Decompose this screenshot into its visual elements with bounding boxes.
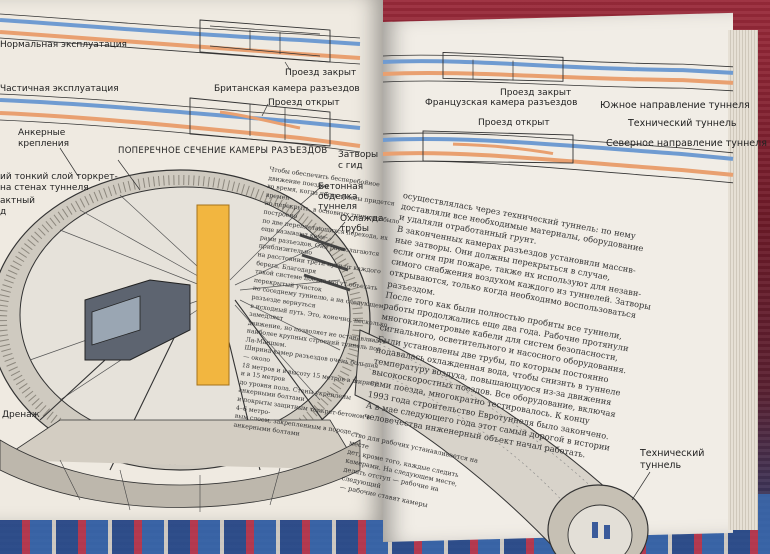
label-service-tunnel-top: Технический туннель bbox=[628, 118, 737, 129]
label-south-tunnel: Южное направление туннеля bbox=[600, 100, 750, 111]
label-cooling-pipes: Охлажда трубы bbox=[340, 214, 384, 234]
partial-operation-diagram bbox=[0, 93, 361, 153]
label-shutters: Затворы с гид bbox=[338, 150, 379, 171]
label-passage-closed-1: Проезд закрыт bbox=[285, 68, 357, 78]
cross-section-illustration bbox=[0, 169, 371, 512]
service-tunnel-illustration bbox=[354, 329, 649, 554]
label-british-chamber: Британская камера разъездов bbox=[214, 84, 360, 94]
label-north-tunnel: Северное направление туннеля bbox=[606, 138, 767, 149]
label-passage-open-1: Проезд открыт bbox=[268, 98, 340, 108]
label-cross-section-title: ПОПЕРЕЧНОЕ СЕЧЕНИЕ КАМЕРЫ РАЗЪЕЗДОВ bbox=[118, 146, 328, 156]
page-edges bbox=[728, 30, 758, 530]
label-partial-operation: Частичная эксплуатация bbox=[0, 84, 119, 94]
normal-operation-diagram bbox=[0, 13, 361, 65]
label-contact: актный д bbox=[0, 196, 36, 217]
label-normal-operation: Нормальная эксплуатация bbox=[0, 40, 127, 50]
label-drainage: Дренаж bbox=[2, 410, 40, 420]
label-passage-open-2: Проезд открыт bbox=[478, 118, 550, 128]
label-thin-shotcrete: ий тонкий слой торкрет- на стенах туннел… bbox=[0, 172, 118, 193]
label-french-chamber: Французская камера разъездов bbox=[425, 98, 578, 108]
label-service-tunnel: Технический туннель bbox=[640, 448, 705, 471]
french-chamber-diagram bbox=[382, 51, 734, 184]
label-concrete-lining: Бетонная обделка туннеля bbox=[318, 182, 364, 212]
label-passage-closed-2: Проезд закрыт bbox=[500, 88, 572, 98]
label-anchor-fasteners: Анкерные крепления bbox=[18, 128, 70, 149]
